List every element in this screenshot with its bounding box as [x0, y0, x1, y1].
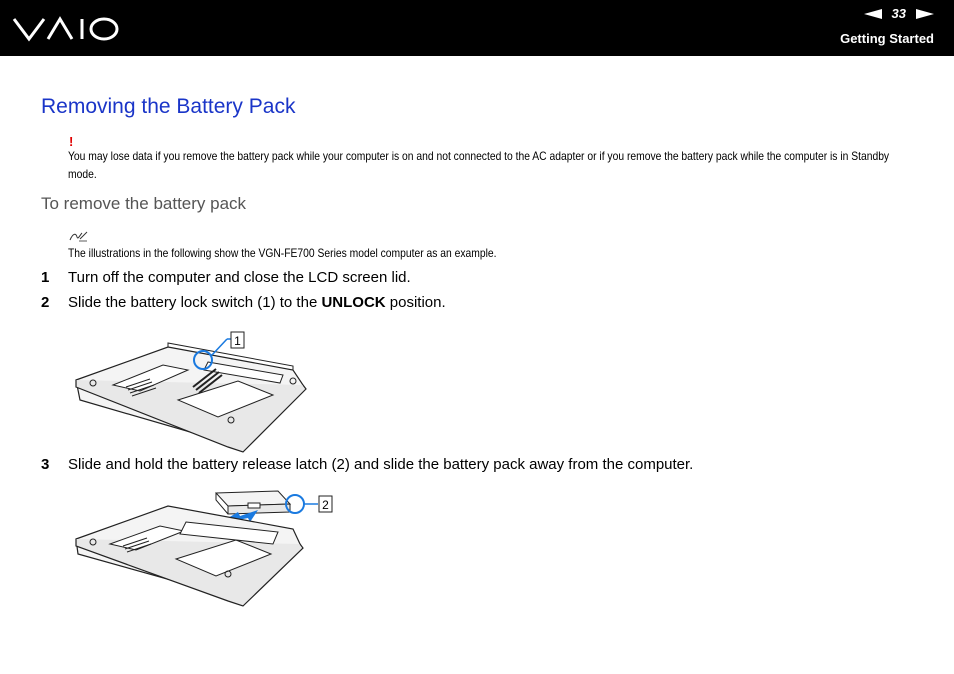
step-number: 2 [41, 294, 50, 311]
header-bar: 33 Getting Started [0, 0, 954, 56]
callout-1: 1 [234, 334, 241, 348]
step-2: 2 Slide the battery lock switch (1) to th… [41, 294, 446, 311]
step-text: Turn off the computer and close the LCD … [68, 269, 411, 286]
page-nav: 33 [863, 6, 934, 21]
section-title: Getting Started [840, 31, 934, 46]
step-text: Slide the battery lock switch (1) to the [68, 294, 322, 311]
step-bold: UNLOCK [321, 294, 386, 311]
step-number: 1 [41, 269, 50, 286]
warning-icon: ! [69, 134, 74, 149]
left-arrow-icon[interactable] [863, 8, 882, 19]
page-number: 33 [891, 6, 906, 21]
subheading: To remove the battery pack [41, 194, 247, 213]
pencil-icon [69, 231, 88, 242]
right-arrow-icon[interactable] [916, 8, 934, 19]
note-text: The illustrations in the following show … [68, 246, 497, 260]
figure-battery-lock: 1 [75, 331, 307, 453]
figure-battery-release: 2 [75, 490, 333, 607]
step-number: 3 [41, 456, 50, 473]
step-text-end: position. [385, 294, 446, 311]
step-1: 1 Turn off the computer and close the LCD… [41, 269, 411, 286]
page-title: Removing the Battery Pack [41, 95, 296, 118]
step-text: Slide and hold the battery release latch… [68, 456, 694, 473]
vaio-logo [12, 16, 119, 42]
step-3: 3 Slide and hold the battery release latc… [41, 456, 693, 473]
callout-2: 2 [322, 498, 329, 512]
warning-text: You may lose data if you remove the batt… [68, 149, 890, 181]
